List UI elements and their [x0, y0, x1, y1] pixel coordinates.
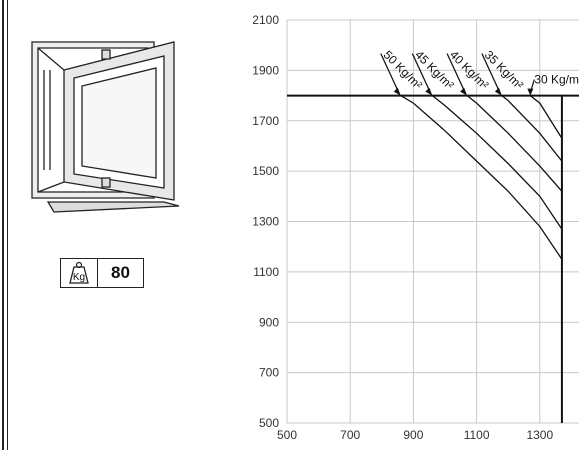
- curve-series: [466, 95, 563, 192]
- curve-label-arrow: [411, 53, 431, 93]
- curve-label-arrowhead: [494, 87, 502, 96]
- y-axis-ticks: 500 700 900 1100 1300 1500 1700 1900 2100: [252, 13, 279, 430]
- curve-series: [501, 95, 563, 162]
- curve-label-arrowhead: [460, 87, 468, 96]
- y-tick-label: 1700: [252, 114, 279, 128]
- kg-icon-text: Kg: [73, 272, 85, 283]
- x-tick-label: 1300: [526, 428, 553, 442]
- tilt-window-illustration: [31, 41, 180, 213]
- curve-label: 30 Kg/m²: [534, 73, 579, 87]
- curve-series: [529, 95, 563, 139]
- y-tick-label: 500: [259, 416, 279, 430]
- x-tick-label: 500: [277, 428, 297, 442]
- y-tick-label: 700: [259, 366, 279, 380]
- curve-label-arrow: [380, 53, 400, 93]
- y-tick-label: 2100: [252, 13, 279, 27]
- curve-label-arrow: [446, 53, 466, 93]
- weight-badge: Kg 80: [60, 258, 144, 288]
- y-tick-label: 1500: [252, 164, 279, 178]
- kg-weight-icon: Kg: [61, 259, 98, 287]
- curve-series: [431, 95, 563, 230]
- curve-label-arrowhead: [425, 87, 433, 96]
- weight-value: 80: [111, 263, 130, 282]
- x-tick-label: 700: [340, 428, 360, 442]
- curve-label-arrowhead: [527, 88, 534, 96]
- y-tick-label: 1100: [253, 265, 279, 279]
- x-tick-label: 1100: [464, 428, 490, 442]
- curve-series: [400, 95, 563, 260]
- chart-curves: [287, 94, 579, 423]
- page-left-border: [0, 0, 8, 450]
- x-tick-label: 900: [403, 428, 423, 442]
- y-tick-label: 1900: [252, 63, 279, 77]
- y-tick-label: 900: [259, 315, 279, 329]
- curve-label-arrow: [481, 53, 501, 93]
- y-tick-label: 1300: [252, 215, 279, 229]
- curve-label-arrowhead: [393, 87, 401, 96]
